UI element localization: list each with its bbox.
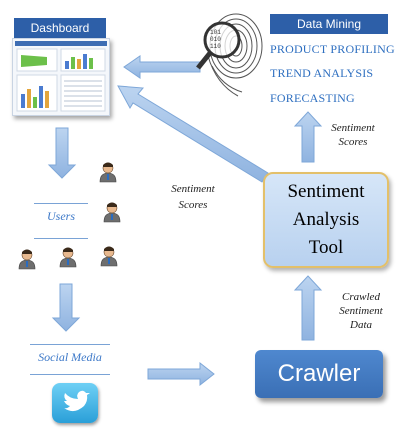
user-icon [100,246,118,267]
users-label: Users [46,209,75,223]
trend-analysis-item: TREND ANALYSIS [270,66,374,80]
sentiment-scores-label-right: Sentiment Scores [331,122,375,148]
forecasting-item: FORECASTING [270,91,355,105]
fingerprint-magnifier-image: 101 010 110 [196,13,263,97]
arrow-dashboard-to-users [47,127,77,179]
product-profiling-item: PRODUCT PROFILING [270,42,395,56]
dashboard-title: Dashboard [14,18,106,38]
social-media-label: Social Media [38,350,102,364]
svg-text:010: 010 [210,36,221,43]
users-rule-top [34,203,88,204]
crawled-data-label: Crawled Sentiment Data [339,291,383,331]
svg-text:110: 110 [210,43,221,50]
svg-text:101: 101 [210,29,221,36]
sentiment-analysis-tool-box: Sentiment Analysis Tool [263,172,389,268]
dashboard-thumbnail-icon [15,41,107,112]
arrow-tool-to-datamining [293,111,323,163]
arrow-users-to-social [51,283,81,332]
dashboard-screenshot [12,38,110,116]
user-icon [59,247,77,268]
users-rule-bottom [34,238,88,239]
sentiment-scores-label-middle: Sentiment Scores [171,183,215,211]
tool-line-3: Tool [308,237,344,258]
arrow-social-to-crawler [147,361,215,387]
tool-line-1: Sentiment [287,181,365,202]
crawler-box: Crawler [255,350,383,398]
tool-line-2: Analysis [292,209,360,230]
arrow-crawler-to-tool [293,275,323,341]
user-icon [103,202,121,223]
user-icon [99,162,117,183]
twitter-icon [52,383,98,423]
arrow-datamining-to-dashboard [123,55,201,79]
social-rule-bottom [30,374,110,375]
data-mining-title: Data Mining [270,14,388,34]
user-icon [18,249,36,270]
arrow-tool-to-dashboard [117,85,269,183]
social-rule-top [30,344,110,345]
